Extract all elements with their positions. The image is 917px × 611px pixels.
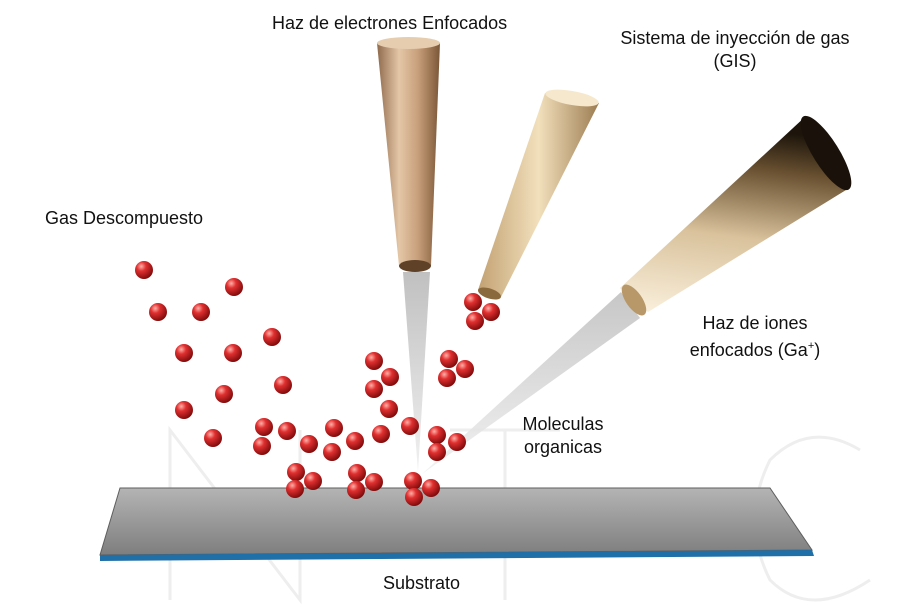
gas-molecule: [175, 344, 193, 362]
gas-molecule: [253, 437, 271, 455]
gas-molecule: [323, 443, 341, 461]
ion-beam-label-close: ): [814, 340, 821, 360]
gas-molecule: [428, 426, 446, 444]
organic-molecules-line2: organicas: [523, 437, 603, 457]
gas-molecule: [440, 350, 458, 368]
gas-molecule: [274, 376, 292, 394]
gas-molecule: [287, 463, 305, 481]
gas-molecule: [405, 488, 423, 506]
gas-molecule: [464, 293, 482, 311]
gis-label-line2: (GIS): [713, 51, 757, 71]
gas-molecule: [348, 464, 366, 482]
gas-molecule: [422, 479, 440, 497]
molecules: [135, 261, 500, 506]
gas-molecule: [347, 481, 365, 499]
decomposed-gas-label: Gas Descompuesto: [45, 208, 204, 228]
gas-molecule: [300, 435, 318, 453]
ion-column: [620, 115, 852, 316]
ion-beam-label-line2: enfocados (Ga+): [670, 335, 840, 362]
gis-label: Sistema de inyección de gas (GIS): [605, 27, 865, 73]
gas-molecule: [192, 303, 210, 321]
gas-molecule: [224, 344, 242, 362]
gas-molecule: [466, 312, 484, 330]
gas-molecule: [365, 473, 383, 491]
gas-molecule: [401, 417, 419, 435]
gas-molecule: [346, 432, 364, 450]
substrate: [99, 487, 813, 556]
substrate-edge: [100, 550, 814, 561]
electron-column: [377, 37, 440, 272]
electron-beam-label: Haz de electrones Enfocados: [272, 13, 508, 33]
gas-molecule: [325, 419, 343, 437]
gas-molecule: [365, 352, 383, 370]
ion-beam-label-line1: Haz de iones: [702, 313, 808, 333]
ion-beam-label: Haz de iones enfocados (Ga+): [670, 312, 840, 362]
gas-molecule: [456, 360, 474, 378]
gas-molecule: [482, 303, 500, 321]
gas-molecule: [149, 303, 167, 321]
gas-molecule: [304, 472, 322, 490]
gas-molecule: [365, 380, 383, 398]
gas-molecule: [204, 429, 222, 447]
gis-needle: [477, 89, 599, 300]
substrate-label: Substrato: [383, 573, 461, 593]
ion-beam-label-text: enfocados (Ga: [689, 340, 808, 360]
gas-molecule: [448, 433, 466, 451]
gas-molecule: [263, 328, 281, 346]
gas-molecule: [404, 472, 422, 490]
gas-molecule: [255, 418, 273, 436]
gas-molecule: [428, 443, 446, 461]
electron-beam: [403, 272, 430, 472]
gas-molecule: [381, 368, 399, 386]
gas-molecule: [215, 385, 233, 403]
gas-molecule: [380, 400, 398, 418]
gis-label-line1: Sistema de inyección de gas: [620, 28, 850, 48]
organic-molecules-line1: Moleculas: [522, 414, 604, 434]
organic-molecules-label: Moleculas organicas: [503, 413, 623, 459]
gas-molecule: [438, 369, 456, 387]
ion-charge-superscript: +: [807, 340, 815, 352]
gas-molecule: [278, 422, 296, 440]
gas-molecule: [175, 401, 193, 419]
gas-molecule: [135, 261, 153, 279]
ion-beam: [422, 292, 640, 474]
gas-molecule: [225, 278, 243, 296]
gas-molecule: [372, 425, 390, 443]
gas-molecule: [286, 480, 304, 498]
